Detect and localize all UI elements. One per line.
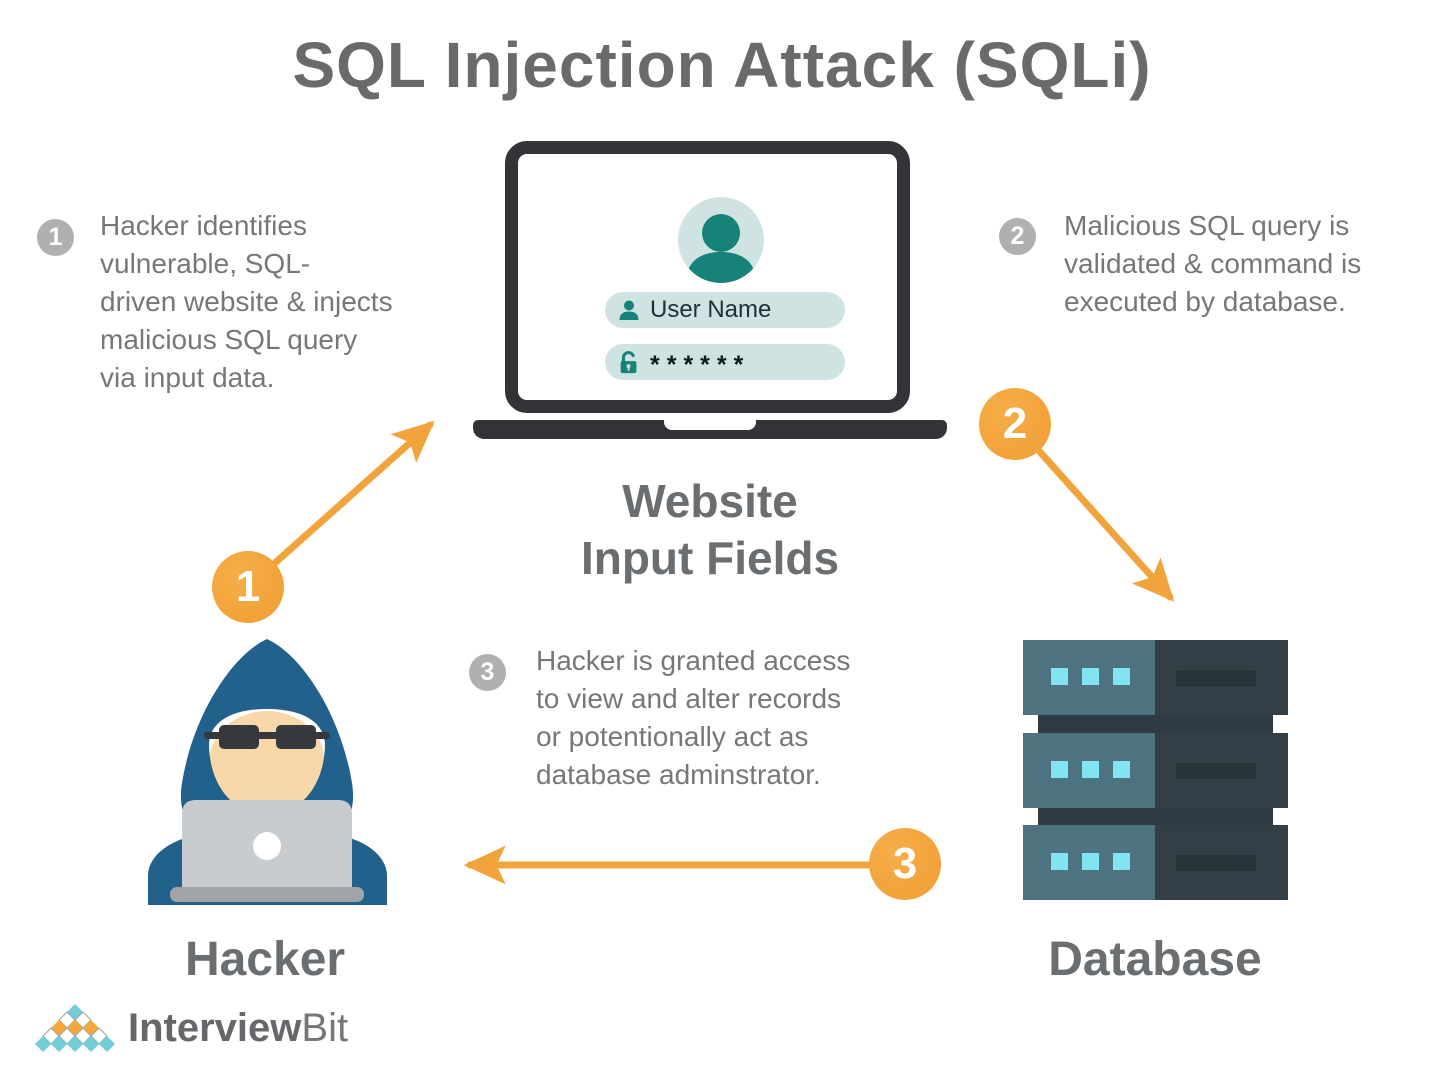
step-3-line: Hacker is granted access: [536, 645, 851, 676]
user-avatar-icon: [678, 197, 764, 283]
database-label: Database: [1048, 933, 1262, 986]
step-2-line: executed by database.: [1064, 286, 1346, 317]
username-value: User Name: [650, 296, 772, 323]
database-illustration: [1023, 640, 1288, 900]
step-3-line: or potentionally act as: [536, 721, 809, 752]
hacker-illustration: [148, 639, 387, 905]
step-1-line: vulnerable, SQL-: [100, 248, 311, 279]
logo-text-bit: Bit: [301, 1006, 349, 1050]
step-2-line: validated & command is: [1064, 248, 1362, 279]
server-led: [1051, 668, 1068, 685]
step-2-line: Malicious SQL query is: [1064, 210, 1350, 241]
website-input-fields-label: Website Input Fields: [580, 475, 840, 584]
laptop-notch: [664, 420, 756, 430]
server-led: [1113, 668, 1130, 685]
server-unit: [1023, 640, 1288, 715]
password-value: ******: [650, 350, 751, 379]
server-drive-slot: [1176, 670, 1256, 686]
server-led: [1051, 760, 1068, 778]
interviewbit-logo-mark: [35, 1004, 115, 1052]
flow-marker-1: 1: [212, 551, 284, 623]
step-1-badge: 1: [37, 219, 74, 256]
server-led: [1082, 668, 1099, 685]
arrow-hacker-to-website: [272, 420, 435, 566]
server-led: [1082, 760, 1099, 778]
logo-text-interview: Interview: [128, 1006, 302, 1050]
server-connector: [1038, 715, 1273, 733]
step-1-line: driven website & injects: [100, 286, 393, 317]
step-2-text: Malicious SQL query is validated & comma…: [1064, 207, 1434, 321]
hacker-label: Hacker: [184, 933, 346, 986]
step-3-badge: 3: [469, 654, 506, 691]
sunglasses-icon: [204, 725, 330, 749]
hacker-hood: [180, 639, 354, 841]
step-3-line: to view and alter records: [536, 683, 842, 714]
step-1-text: Hacker identifies vulnerable, SQL- drive…: [100, 207, 470, 397]
person-icon: [617, 298, 641, 322]
step-1-line: via input data.: [100, 362, 275, 393]
interviewbit-logo-text: InterviewBit: [128, 1006, 348, 1051]
server-unit: [1023, 732, 1288, 808]
page-title: SQL Injection Attack (SQLi): [292, 29, 1152, 101]
step-1-line: Hacker identifies: [100, 210, 307, 241]
username-field: User Name: [605, 292, 845, 328]
step-3-line: database adminstrator.: [536, 759, 821, 790]
flow-marker-2: 2: [979, 388, 1051, 460]
step-3-text: Hacker is granted access to view and alt…: [536, 642, 926, 794]
server-unit: [1023, 825, 1288, 900]
server-drive-slot: [1176, 762, 1256, 779]
server-led: [1113, 760, 1130, 778]
laptop-logo-dot: [253, 832, 281, 860]
unlocked-padlock-icon: [617, 350, 641, 374]
laptop-base: [473, 420, 947, 439]
server-drive-slot: [1176, 855, 1256, 871]
server-connector: [1038, 807, 1273, 825]
laptop-screen: User Name ******: [505, 141, 910, 413]
arrow-website-to-database: [1036, 448, 1175, 602]
step-2-badge: 2: [999, 218, 1036, 255]
hacker-laptop-base: [170, 887, 364, 902]
server-led: [1051, 853, 1068, 870]
password-field: ******: [605, 344, 845, 380]
step-1-line: malicious SQL query: [100, 324, 358, 355]
server-led: [1113, 853, 1130, 870]
server-led: [1082, 853, 1099, 870]
flow-marker-3: 3: [869, 828, 941, 900]
